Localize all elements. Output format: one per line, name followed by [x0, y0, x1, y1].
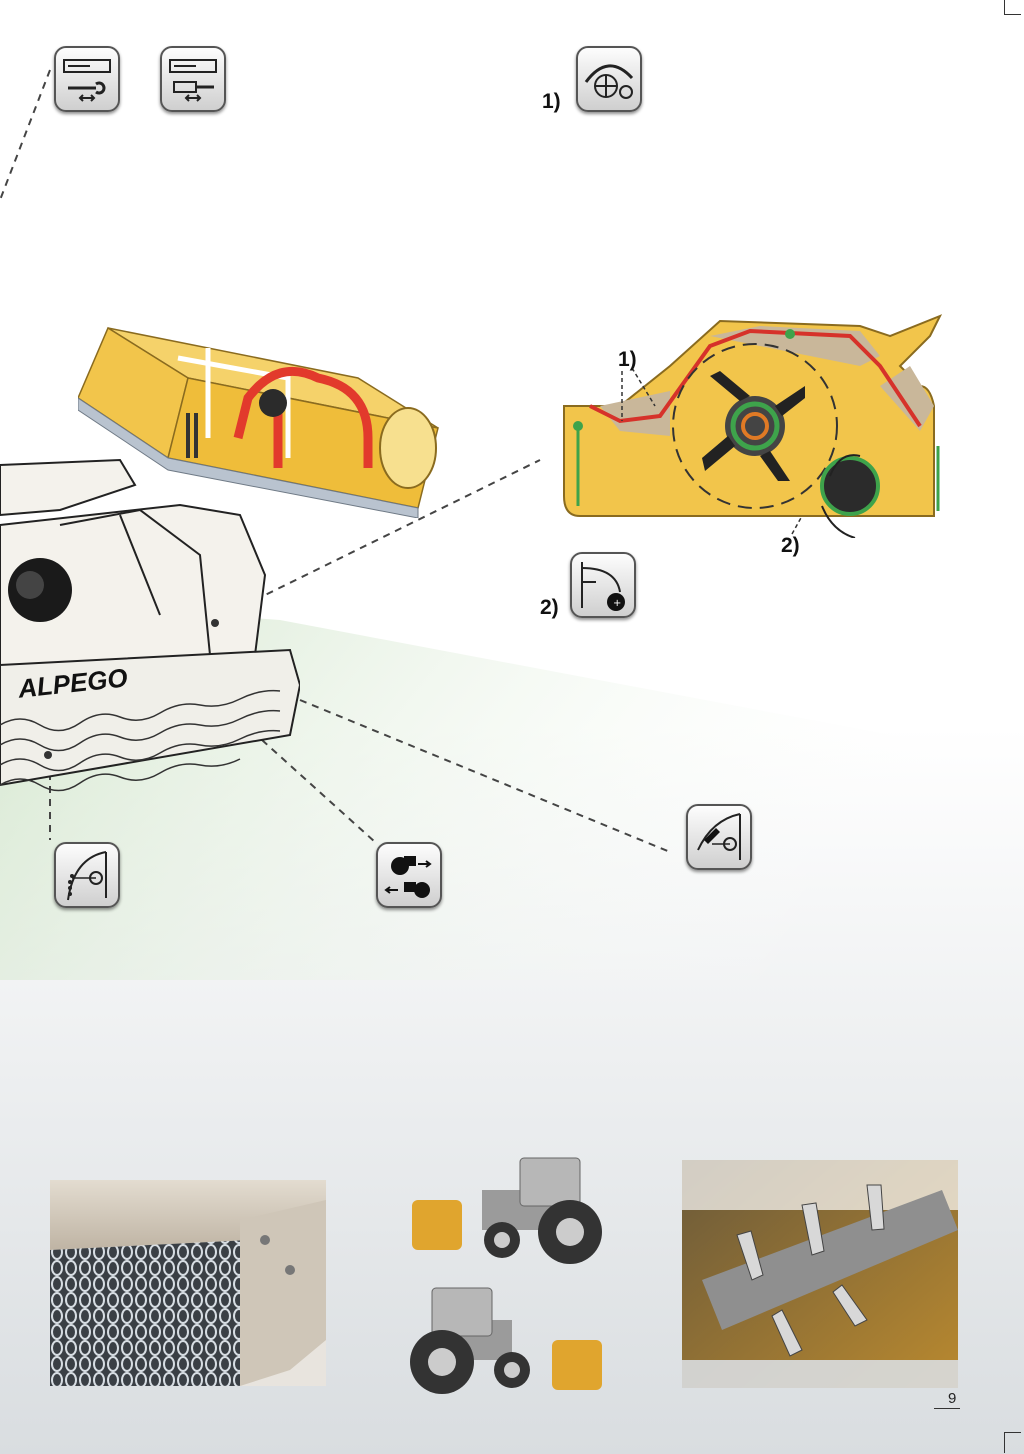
mulcher-3d-render [78, 326, 439, 518]
rotor-cross-section-diagram [563, 314, 943, 538]
rear-roller-icon: + [570, 552, 636, 618]
svg-text:+: + [613, 598, 621, 609]
rotor-blades-photo [682, 1160, 958, 1388]
rotor-callout-label: 1) [542, 90, 561, 113]
crop-mark-bottom-right [1004, 1432, 1021, 1453]
rotor-diagram-callout-1: 1) [618, 348, 637, 371]
front-rear-mount-icon [376, 842, 442, 908]
chain-guard-icon [54, 842, 120, 908]
sideshift-hydraulic-icon [160, 46, 226, 112]
crop-mark-top-right [1004, 0, 1021, 15]
rotor-hood-icon [576, 46, 642, 112]
counter-blade-icon [686, 804, 752, 870]
tractor-mount-illustration [402, 1150, 612, 1404]
sideshift-wrench-icon [54, 46, 120, 112]
chain-guard-photo [50, 1180, 326, 1386]
page-number-rule [934, 1408, 960, 1409]
mulcher-line-drawing [0, 458, 300, 792]
rotor-diagram-callout-2: 2) [781, 534, 800, 557]
page-number: 9 [948, 1390, 957, 1407]
roller-callout-label: 2) [540, 596, 559, 619]
